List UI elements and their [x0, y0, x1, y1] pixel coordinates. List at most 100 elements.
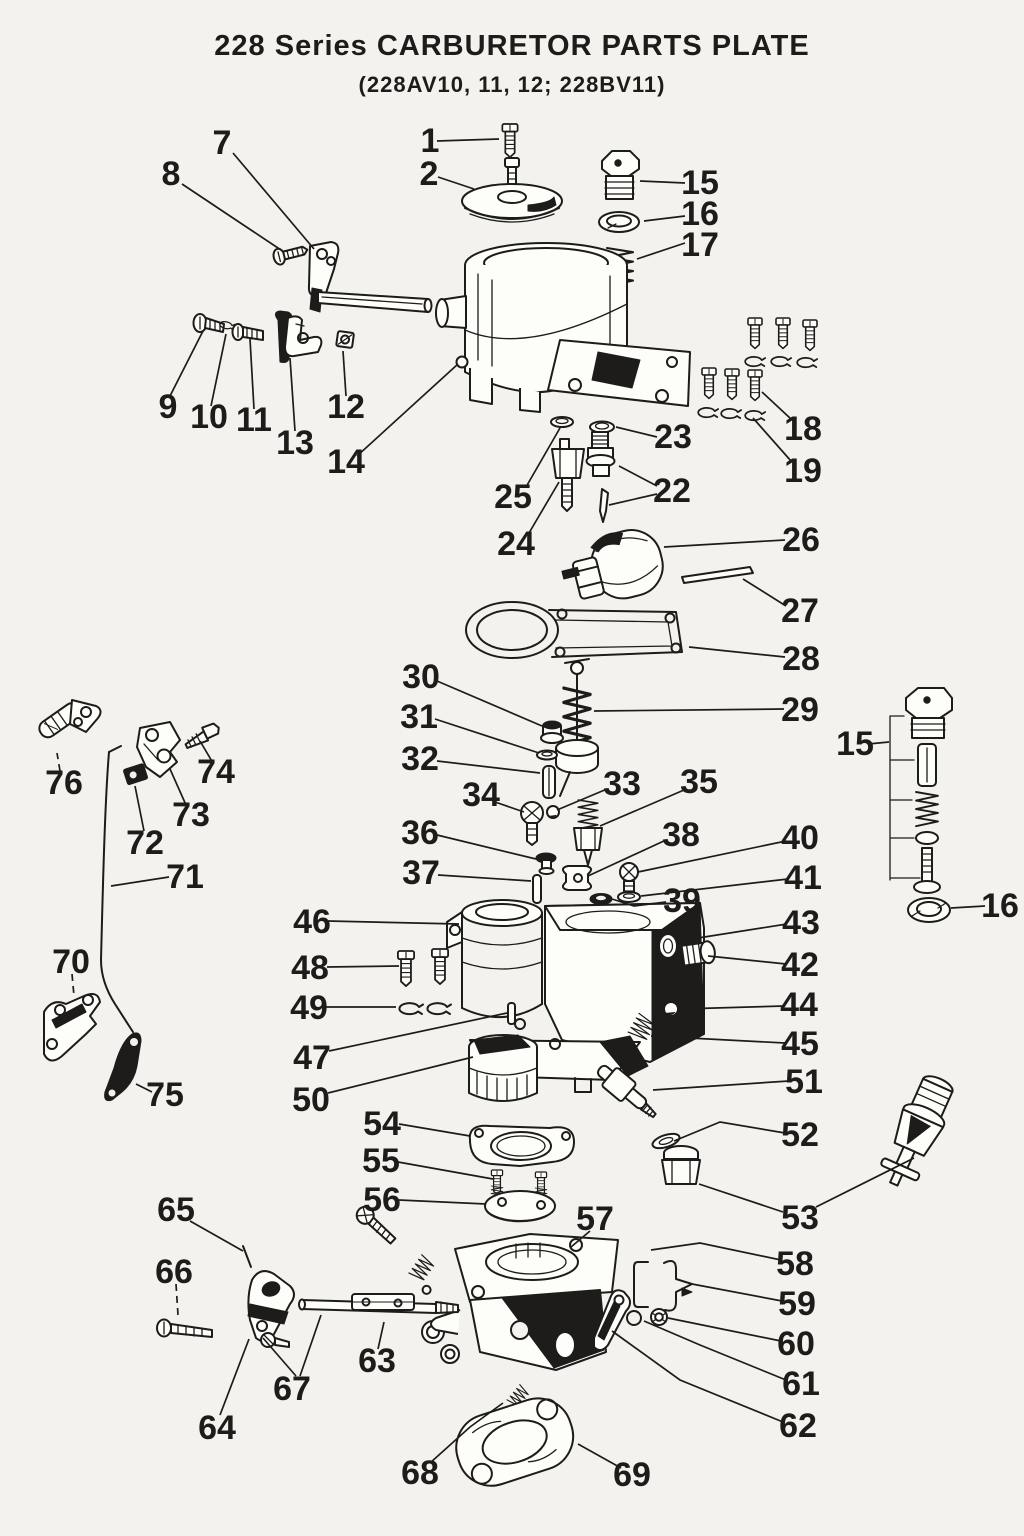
leader-line-61	[643, 1320, 787, 1381]
pump-cover-plate	[484, 1190, 556, 1223]
choke-rod-clip	[663, 1260, 693, 1312]
callout-38: 38	[662, 816, 700, 854]
clamp-nut	[335, 330, 355, 349]
callout-56: 56	[363, 1181, 401, 1219]
callout-22: 22	[653, 472, 691, 510]
lever-screw	[272, 245, 309, 266]
leader-line-14	[356, 363, 459, 457]
strainer-plug-exploded	[905, 687, 953, 894]
callout-66: 66	[155, 1253, 193, 1291]
callout-29: 29	[781, 691, 819, 729]
callout-7: 7	[213, 124, 232, 162]
pump-plunger-cap	[540, 720, 564, 744]
callout-55: 55	[362, 1142, 400, 1180]
rod-grommet	[123, 763, 148, 785]
callout-53: 53	[781, 1199, 819, 1237]
throttle-body	[421, 1233, 619, 1371]
callout-72: 72	[126, 824, 164, 862]
leader-line-59	[691, 1283, 783, 1302]
leader-line-16	[950, 905, 986, 909]
leader-line-75	[135, 1083, 153, 1093]
leader-line-58	[650, 1242, 782, 1261]
leader-line-40	[637, 840, 787, 873]
float-assembly	[561, 529, 664, 600]
callout-2: 2	[420, 155, 439, 193]
callout-50: 50	[292, 1081, 330, 1119]
leader-line-11	[249, 338, 255, 410]
main-metering-jet	[551, 438, 585, 512]
callout-32: 32	[401, 740, 439, 778]
leader-line-18	[761, 391, 792, 420]
callout-27: 27	[781, 592, 819, 630]
leader-line-33	[556, 788, 608, 811]
leader-line-8	[181, 183, 282, 251]
callout-73: 73	[172, 796, 210, 834]
throttle-lever	[247, 1270, 295, 1348]
callout-43: 43	[782, 904, 820, 942]
pump-inlet-pin	[507, 1002, 516, 1025]
strainer-assembly-bracket	[889, 715, 921, 881]
callout-28: 28	[782, 640, 820, 678]
callout-39: 39	[663, 882, 701, 920]
pump-rod-bracket	[136, 721, 181, 778]
bowl-cover-gasket	[465, 601, 683, 659]
fuel-inlet-check-valve	[880, 1075, 954, 1187]
body-gasket-washer	[589, 893, 613, 905]
leader-line-36	[436, 834, 537, 860]
leader-line-44	[679, 1005, 785, 1010]
pump-piston	[468, 1034, 538, 1102]
callout-13: 13	[276, 424, 314, 462]
float-pin	[681, 566, 754, 584]
jet-gasket	[550, 416, 574, 428]
leader-line-30	[436, 680, 543, 727]
leader-line-2	[437, 176, 475, 190]
callout-16: 16	[681, 195, 719, 233]
leader-line-70	[71, 973, 75, 997]
leader-line-50	[327, 1056, 474, 1094]
plate-subtitle: (228AV10, 11, 12; 228BV11)	[358, 72, 666, 97]
callout-52: 52	[781, 1116, 819, 1154]
callout-58: 58	[776, 1245, 814, 1283]
callout-8: 8	[162, 155, 181, 193]
leader-line-47	[328, 1012, 508, 1052]
leader-line-13	[289, 357, 296, 432]
leader-line-7	[232, 152, 315, 250]
throttle-connector-lever	[43, 993, 101, 1062]
idle-plug	[535, 852, 557, 875]
leader-line-64	[219, 1338, 250, 1416]
choke-connector-lever	[593, 1289, 631, 1351]
leader-line-62	[611, 1330, 784, 1423]
callout-26: 26	[782, 521, 820, 559]
callout-25: 25	[494, 478, 532, 516]
bowl-drain-plug	[680, 940, 716, 967]
callout-37: 37	[402, 854, 440, 892]
callout-60: 60	[777, 1325, 815, 1363]
leader-line-53	[698, 1183, 784, 1213]
callout-19: 19	[784, 452, 822, 490]
callout-36: 36	[401, 814, 439, 852]
strainer-plug-gasket	[598, 211, 640, 233]
leader-line-41	[640, 878, 789, 897]
callout-23: 23	[654, 418, 692, 456]
flange-gasket	[468, 1124, 575, 1167]
callout-14: 14	[327, 443, 365, 481]
callout-75: 75	[146, 1076, 184, 1114]
leader-line-1	[436, 138, 500, 142]
air-horn-assembly	[435, 242, 691, 413]
leader-line-37	[437, 874, 532, 882]
leader-line-15	[867, 741, 890, 745]
needle	[599, 488, 609, 523]
pump-operating-rod	[597, 1064, 657, 1119]
leader-line-72	[134, 785, 145, 832]
lever-swivel-screw	[156, 1318, 213, 1338]
leader-line-26	[663, 539, 786, 548]
valve-retainer	[562, 865, 592, 891]
fast-idle-lever-and-shaft	[307, 241, 433, 313]
body-screw-lockwashers	[398, 1002, 452, 1016]
leader-line-39	[611, 898, 667, 907]
throttle-lever-pin	[242, 1245, 252, 1268]
pump-plunger-assembly	[555, 658, 599, 797]
inlet-fitting-nut	[661, 1145, 701, 1185]
leader-line-23	[615, 426, 658, 438]
